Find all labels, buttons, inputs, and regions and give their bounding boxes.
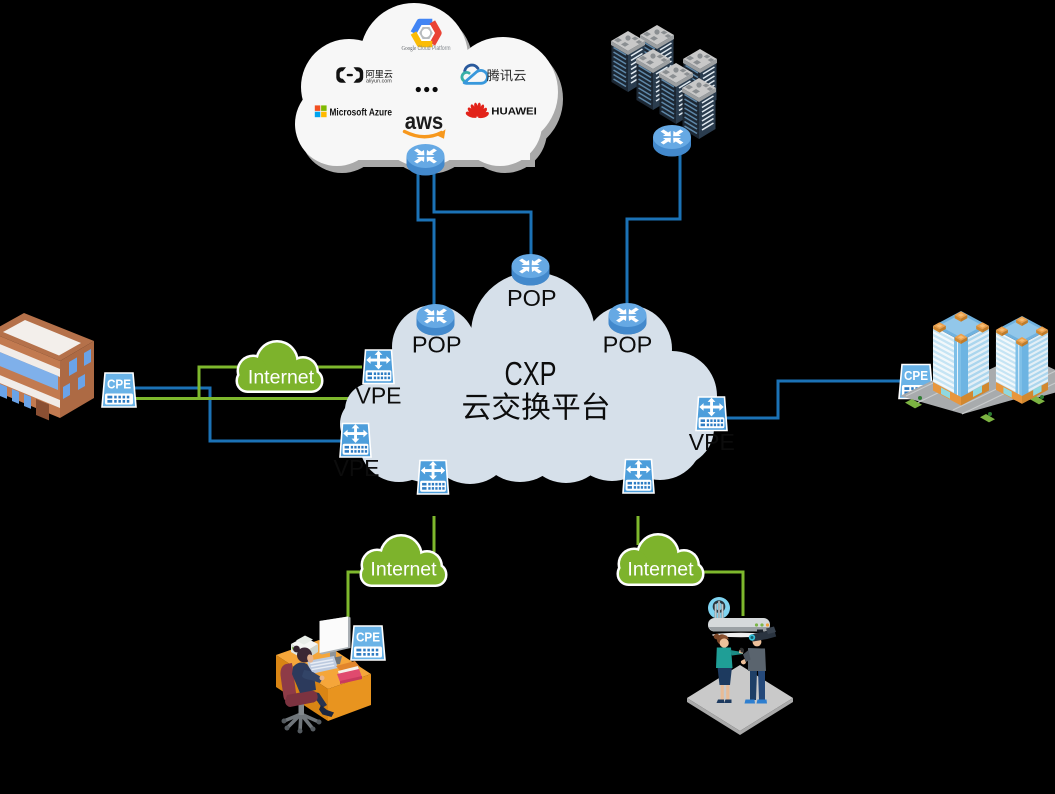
svg-text:Internet: Internet xyxy=(248,367,315,389)
svg-text:VPE: VPE xyxy=(355,383,401,409)
svg-text:POP: POP xyxy=(603,332,653,358)
svg-text:Internet: Internet xyxy=(370,559,437,581)
svg-text:Google Cloud Platform: Google Cloud Platform xyxy=(402,45,451,52)
svg-text:Internet: Internet xyxy=(627,559,694,581)
svg-text:POP: POP xyxy=(412,332,462,358)
svg-text:POP: POP xyxy=(507,285,557,311)
svg-text:Microsoft Azure: Microsoft Azure xyxy=(330,107,393,118)
svg-text:HUAWEI: HUAWEI xyxy=(491,107,537,118)
svg-text:aliyun.com: aliyun.com xyxy=(366,78,392,84)
svg-text:VPE: VPE xyxy=(689,429,735,455)
svg-text:aws: aws xyxy=(405,108,444,134)
svg-text:CXP: CXP xyxy=(505,355,557,392)
svg-text:VPE: VPE xyxy=(333,455,379,481)
